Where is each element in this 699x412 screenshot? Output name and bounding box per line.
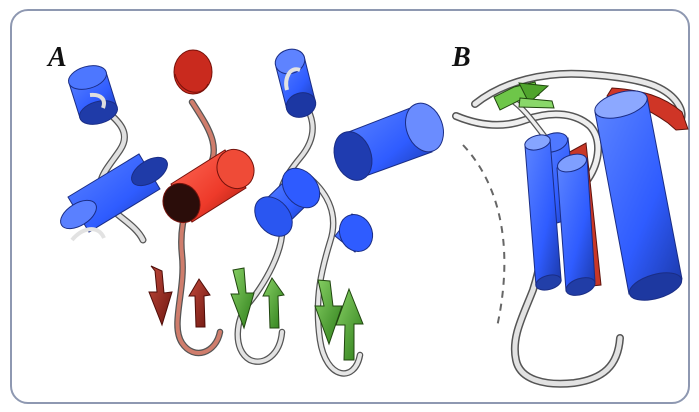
strand-a-red-left (149, 266, 172, 325)
panel-a-loops (100, 88, 360, 373)
strand-a-green-inner (336, 289, 363, 360)
helix-a3-red (174, 50, 212, 94)
panel-a-label: A (48, 44, 67, 72)
strand-a-red-right (189, 279, 210, 327)
panel-b-structure (456, 74, 688, 384)
helix-a7-blue (328, 98, 450, 186)
strand-a-green-left (231, 268, 254, 328)
helix-a4-red (156, 143, 261, 230)
helix-a5-blue (272, 45, 319, 121)
dashed-guide (463, 145, 504, 327)
panel-a-helices (56, 45, 450, 257)
helix-a8-blue (333, 209, 378, 257)
panel-a-structure (56, 45, 450, 373)
strand-a-green-right (263, 278, 284, 328)
panel-b-label: B (452, 44, 471, 72)
helix-a1-blue (66, 62, 121, 129)
helix-a2-blue (56, 152, 173, 240)
helix-a6-blue (247, 161, 327, 244)
